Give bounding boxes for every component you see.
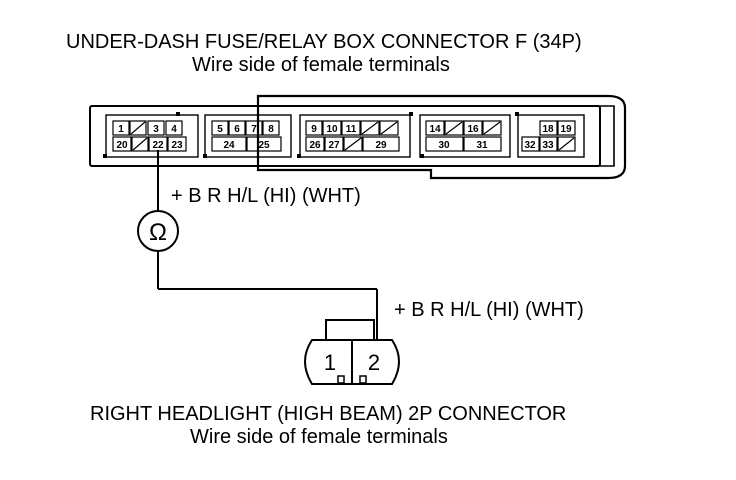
- terminal-numbers: 1 3 4 5 6 7 8 9 10 11 14 16 18 19 20 22 …: [116, 124, 572, 151]
- cavity-group-2: [204, 114, 292, 158]
- terminal-4: 4: [171, 124, 177, 135]
- terminal-10: 10: [326, 124, 338, 135]
- terminal-31: 31: [476, 140, 488, 151]
- terminal-7: 7: [251, 124, 257, 135]
- terminal-32: 32: [524, 140, 536, 151]
- terminal-20: 20: [116, 140, 128, 151]
- headlight-subtitle: Wire side of female terminals: [190, 426, 448, 448]
- cavity-group-5: [517, 114, 585, 158]
- terminal-23: 23: [171, 140, 183, 151]
- terminal-30: 30: [438, 140, 450, 151]
- cavity-group-4: [419, 114, 511, 158]
- terminal-8: 8: [268, 124, 274, 135]
- terminal-9: 9: [311, 124, 317, 135]
- terminal-1: 1: [118, 124, 124, 135]
- terminal-24: 24: [223, 140, 235, 151]
- terminal-22: 22: [152, 140, 164, 151]
- wire-label-bottom: + B R H/L (HI) (WHT): [394, 299, 584, 321]
- terminal-26: 26: [309, 140, 321, 151]
- terminal-19: 19: [560, 124, 572, 135]
- terminal-cells: [112, 120, 576, 152]
- connector-lock-marks: [103, 112, 519, 158]
- fuse-box-connector: [89, 94, 627, 180]
- fuse-box-subtitle: Wire side of female terminals: [192, 54, 450, 76]
- terminal-18: 18: [542, 124, 554, 135]
- fuse-box-title: UNDER-DASH FUSE/RELAY BOX CONNECTOR F (3…: [66, 31, 582, 53]
- terminal-5: 5: [217, 124, 223, 135]
- terminal-6: 6: [234, 124, 240, 135]
- wire-label-top: + B R H/L (HI) (WHT): [171, 185, 361, 207]
- headlight-pin-1: 1: [324, 350, 336, 375]
- terminal-25: 25: [258, 140, 270, 151]
- ohmmeter-icon: Ω: [137, 210, 179, 252]
- cavity-groups: [105, 114, 585, 158]
- cavity-group-1: [105, 114, 199, 158]
- terminal-27: 27: [328, 140, 340, 151]
- terminal-29: 29: [375, 140, 387, 151]
- headlight-connector: [304, 319, 400, 385]
- terminal-33: 33: [542, 140, 554, 151]
- terminal-3: 3: [153, 124, 159, 135]
- terminal-11: 11: [346, 124, 357, 135]
- ohm-symbol: Ω: [149, 219, 167, 246]
- headlight-pin-2: 2: [368, 350, 380, 375]
- terminal-16: 16: [467, 124, 479, 135]
- headlight-title: RIGHT HEADLIGHT (HIGH BEAM) 2P CONNECTOR: [90, 403, 566, 425]
- cavity-group-3: [299, 114, 411, 158]
- terminal-14: 14: [429, 124, 441, 135]
